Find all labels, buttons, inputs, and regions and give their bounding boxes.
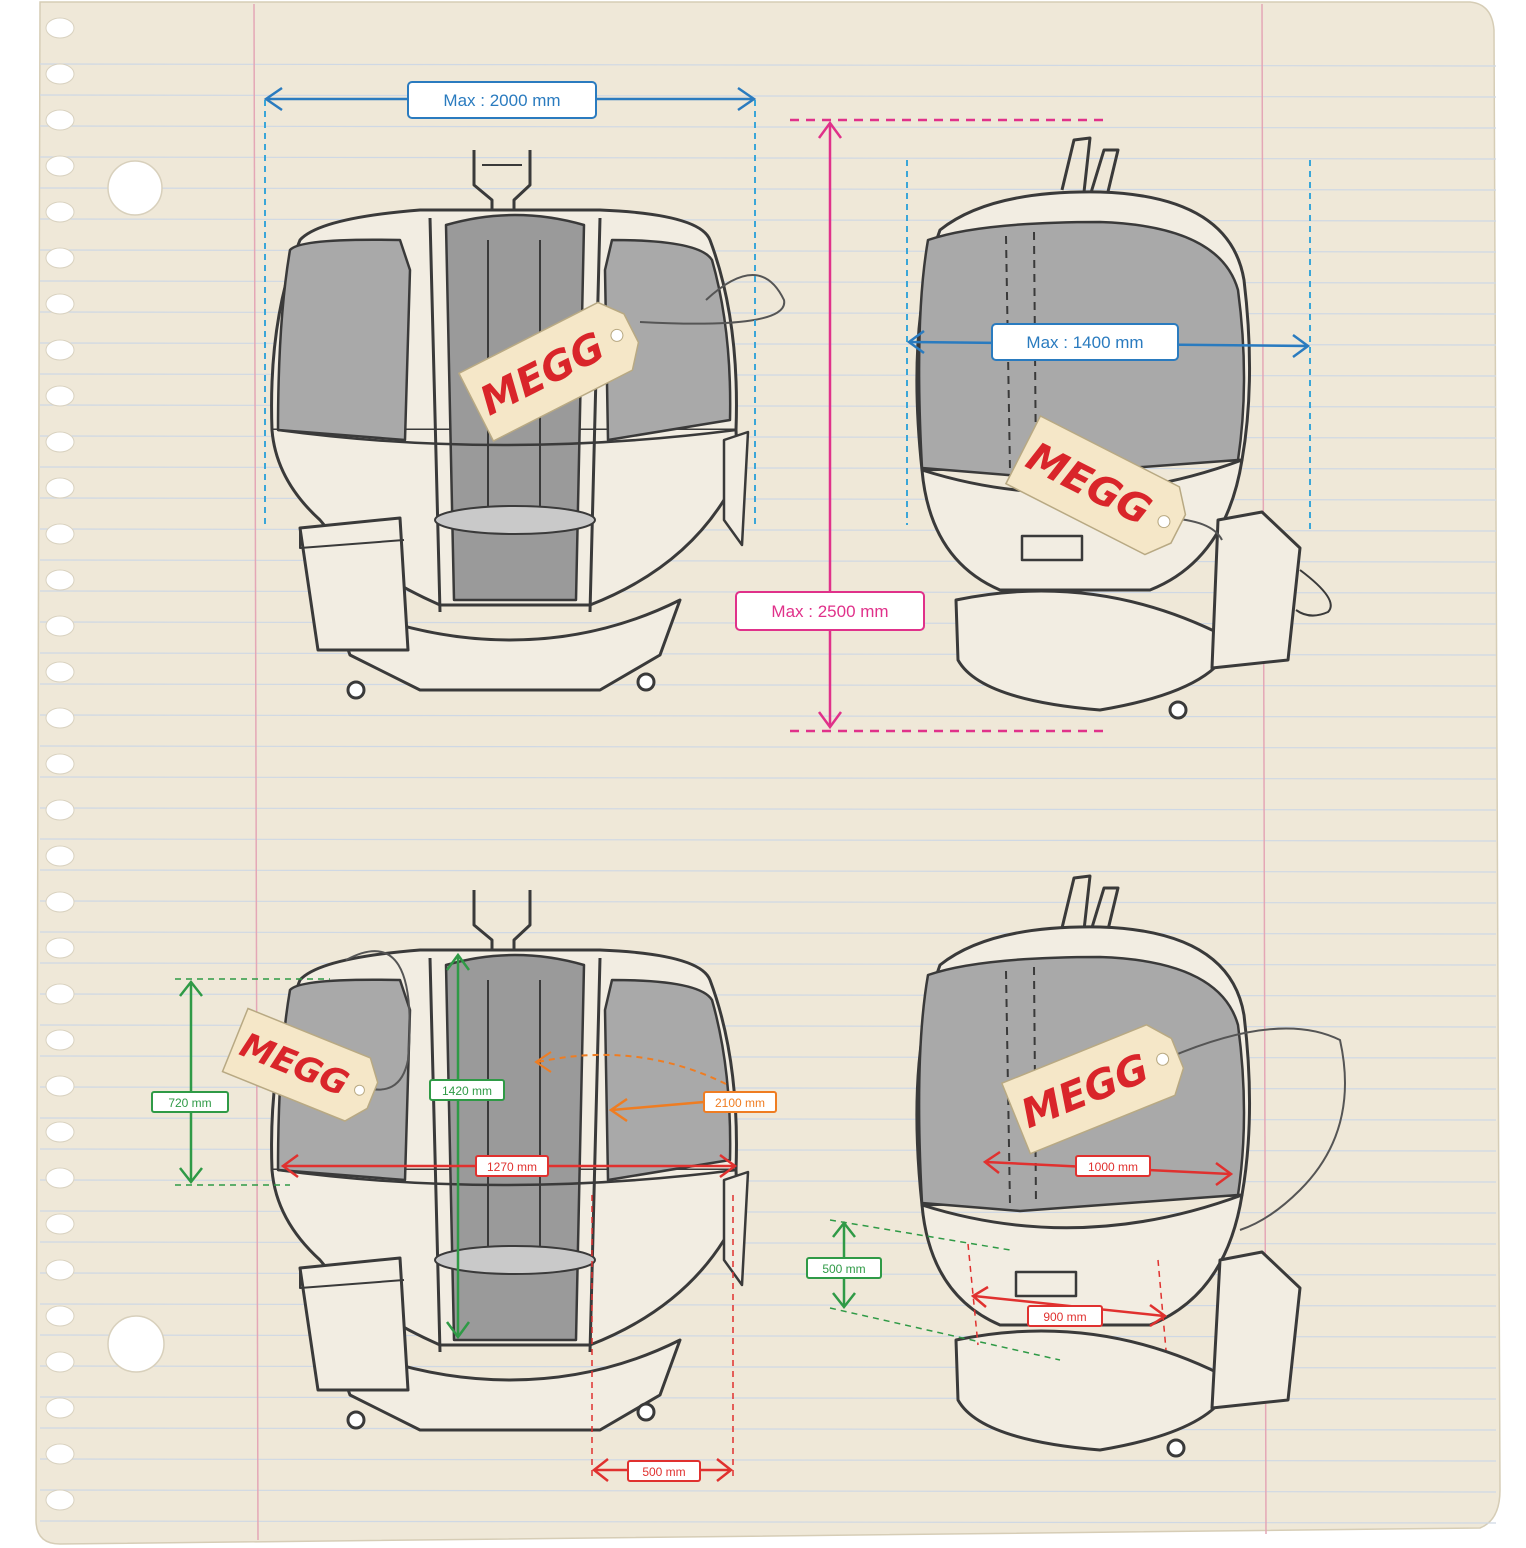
dim-door-step: 500 mm [591,1195,734,1482]
spiral-hole [45,937,75,959]
spiral-hole [45,155,75,177]
dim-top-width-label: Max : 2000 mm [443,91,560,110]
dim-seat-depth-label: 900 mm [1043,1310,1086,1324]
dim-side-depth-label: Max : 1400 mm [1026,333,1143,352]
spiral-hole [45,247,75,269]
dim-seat-height-label: 500 mm [822,1262,865,1276]
dim-door-height-label: 1420 mm [442,1084,492,1098]
ruled-line [39,838,1497,842]
ruled-line [39,1458,1497,1462]
ruled-line [39,993,1497,997]
ruled-line [39,900,1497,904]
dim-total-height: Max : 2500 mm [735,118,1110,733]
ruled-line [39,714,1497,718]
spiral-hole [45,615,75,637]
spiral-hole [45,1489,75,1511]
dim-inner-depth-label: 1000 mm [1088,1160,1138,1174]
spiral-hole [45,477,75,499]
spiral-hole [45,1213,75,1235]
spiral-hole [45,17,75,39]
left-margin-line [253,3,259,1541]
spiral-hole [45,293,75,315]
spiral-hole [45,707,75,729]
spiral-hole [45,891,75,913]
spiral-hole [45,753,75,775]
spiral-hole [45,983,75,1005]
cabin-front-top [270,150,750,700]
spiral-hole [45,1397,75,1419]
dim-total-height-label: Max : 2500 mm [771,602,888,621]
ruled-line [39,745,1497,749]
dim-door-height: 1420 mm [429,952,505,1340]
dim-window-height: 720 mm [151,978,330,1186]
dim-inner-width: 1270 mm [280,1153,738,1179]
ruled-line [39,187,1497,191]
punch-hole-bottom [107,1315,165,1373]
ruled-line [39,807,1497,811]
ruled-line [39,1241,1497,1245]
spiral-hole [45,385,75,407]
ruled-line [39,1520,1497,1524]
dim-inner-depth: 1000 mm [982,1150,1234,1187]
spiral-hole [45,569,75,591]
dim-seat-height: 500 mm [806,1219,1061,1361]
ruled-line [39,218,1497,222]
spiral-hole [45,63,75,85]
ruled-line [39,249,1497,253]
spiral-hole [45,1351,75,1373]
ruled-line [39,94,1497,98]
dim-side-depth: Max : 1400 mm [906,160,1311,530]
spiral-hole [45,1075,75,1097]
ruled-line [39,869,1497,873]
dim-door-swing: 2100 mm [534,1051,777,1123]
dim-window-height-label: 720 mm [168,1096,211,1110]
spiral-hole [45,523,75,545]
ruled-line [39,931,1497,935]
spiral-hole [45,431,75,453]
ruled-line [39,962,1497,966]
ruled-line [39,776,1497,780]
spiral-binding-holes [45,17,75,1511]
ruled-line [39,1427,1497,1431]
spiral-hole [45,339,75,361]
spiral-hole [45,1121,75,1143]
dim-door-swing-label: 2100 mm [715,1096,765,1110]
ruled-line [39,280,1497,284]
spiral-hole [45,845,75,867]
ruled-line [39,497,1497,501]
spiral-hole [45,1167,75,1189]
spiral-hole [45,1259,75,1281]
spiral-hole [45,661,75,683]
cabin-side-bottom [915,874,1346,1458]
ruled-line [39,63,1497,67]
ruled-line [39,683,1497,687]
ruled-line [39,156,1497,160]
punch-hole-top [107,160,163,216]
dim-seat-depth: 900 mm [967,1243,1168,1351]
spiral-hole [45,1443,75,1465]
spiral-hole [45,109,75,131]
ruled-line [39,125,1497,129]
dim-top-width: Max : 2000 mm [263,81,757,525]
dim-door-step-label: 500 mm [642,1465,685,1479]
dim-inner-width-label: 1270 mm [487,1160,537,1174]
spiral-hole [45,1029,75,1051]
spiral-hole [45,1305,75,1327]
spiral-hole [45,201,75,223]
spiral-hole [45,799,75,821]
ruled-line [39,1489,1497,1493]
